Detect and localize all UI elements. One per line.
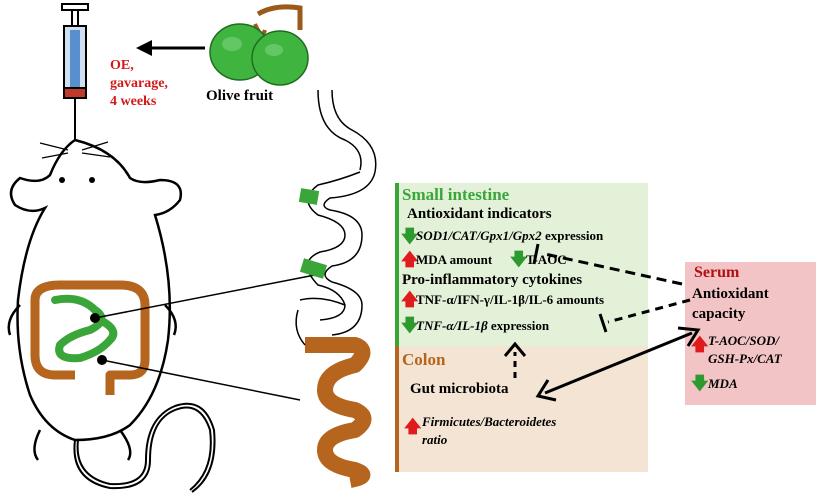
microbiota-to-cytokine-arrow <box>503 341 527 378</box>
mda-amount: MDA amount <box>416 252 493 267</box>
gene-expression-line: SOD1/CAT/Gpx1/Gpx2 expression <box>416 228 603 244</box>
treatment-line-1: OE, <box>110 58 134 73</box>
ratio-line-2: ratio <box>422 432 448 447</box>
down-arrow-icon: 🡇 <box>401 316 419 335</box>
treatment-line-2: gavarage, <box>110 76 168 91</box>
syringe-icon <box>61 3 89 140</box>
small-intestine-connector <box>94 274 316 319</box>
colon-connector <box>101 359 301 401</box>
serum-heading-1: Antioxidant <box>692 286 769 302</box>
olive-fruit-label: Olive fruit <box>206 88 274 104</box>
up-arrow-icon: 🡅 <box>401 250 419 269</box>
mouse-intestine-icon <box>30 280 150 395</box>
treatment-line-3: 4 weeks <box>110 94 157 109</box>
gut-microbiota-label: Gut microbiota <box>410 381 509 397</box>
serum-mda: MDA <box>708 376 738 391</box>
olive-to-treatment-arrow <box>136 40 205 56</box>
down-arrow-icon: 🡇 <box>510 250 528 269</box>
serum-inhibits-cytokines-line <box>598 298 691 333</box>
small-intestine-title: Small intestine <box>402 185 510 204</box>
antioxidant-heading: Antioxidant indicators <box>407 206 552 222</box>
down-arrow-icon: 🡇 <box>401 227 419 246</box>
cytokine-amounts: TNF-α/IFN-γ/IL-1β/IL-6 amounts <box>416 292 605 307</box>
serum-panel <box>685 262 816 405</box>
serum-inhibits-mda-line <box>532 243 683 286</box>
up-arrow-icon: 🡅 <box>691 335 709 354</box>
serum-heading-2: capacity <box>692 306 746 322</box>
colon-title: Colon <box>402 350 446 369</box>
mouse-icon <box>7 138 216 493</box>
serum-markers-line-2: GSH-Px/CAT <box>708 351 782 366</box>
small-intestine-panel <box>395 183 648 346</box>
taoc-label: T-AOC <box>526 252 567 267</box>
olive-fruit-icon <box>209 4 309 86</box>
cytokine-expression-line: TNF-α/IL-1β expression <box>416 318 549 334</box>
cytokine-gene-list: TNF-α/IL-1β <box>416 318 488 333</box>
down-arrow-icon: 🡇 <box>691 374 709 393</box>
serum-title: Serum <box>694 264 740 281</box>
up-arrow-icon: 🡅 <box>401 290 419 309</box>
enlarged-intestine-icon <box>295 89 377 488</box>
cytokines-heading: Pro-inflammatory cytokines <box>402 272 583 288</box>
gene-expression-suffix: expression <box>541 228 604 243</box>
gene-list: SOD1/CAT/Gpx1/Gpx2 <box>416 228 542 243</box>
colon-serum-double-arrow <box>535 326 701 402</box>
serum-markers-line-1: T-AOC/SOD/ <box>708 333 780 348</box>
up-arrow-icon: 🡅 <box>404 417 422 436</box>
ratio-line-1: Firmicutes/Bacteroidetes <box>422 414 557 429</box>
cytokine-expression-suffix: expression <box>487 318 550 333</box>
